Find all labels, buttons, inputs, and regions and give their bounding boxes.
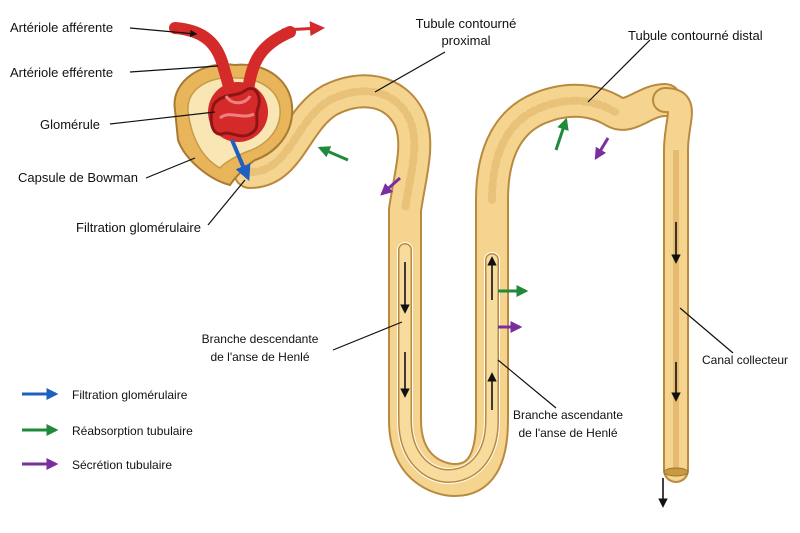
label-filtration-glomerulaire: Filtration glomérulaire <box>76 220 201 235</box>
label-branche-descendante: Branche descendante <box>202 332 319 346</box>
label-canal-collecteur: Canal collecteur <box>702 353 788 367</box>
label-arteriole-afferente: Artériole afférente <box>10 20 113 35</box>
secretion-arrow-proximal <box>380 176 401 196</box>
legend: Filtration glomérulaire Réabsorption tub… <box>22 388 193 472</box>
tubule <box>233 74 682 497</box>
reabsorption-arrow-distal <box>554 117 569 151</box>
secretion-arrow-distal <box>594 137 610 161</box>
blood-flow-arrow <box>281 21 325 37</box>
label-branche-descendante-2: de l'anse de Henlé <box>210 350 309 364</box>
legend-label-reabsorption: Réabsorption tubulaire <box>72 424 193 438</box>
label-arteriole-efferente: Artériole efférente <box>10 65 113 80</box>
legend-label-filtration: Filtration glomérulaire <box>72 388 188 402</box>
collecting-duct <box>652 87 693 483</box>
label-tubule-proximal-2: proximal <box>441 33 490 48</box>
glomerulus <box>169 22 296 142</box>
label-branche-ascendante-2: de l'anse de Henlé <box>518 426 617 440</box>
leader-lines <box>109 27 734 409</box>
label-capsule-bowman: Capsule de Bowman <box>18 170 138 185</box>
legend-label-secretion: Sécrétion tubulaire <box>72 458 172 472</box>
reabsorption-arrow-proximal <box>317 146 349 162</box>
filtration-arrow <box>230 139 251 181</box>
label-tubule-distal: Tubule contourné distal <box>628 28 763 43</box>
label-tubule-proximal: Tubule contourné <box>416 16 517 31</box>
label-glomerule: Glomérule <box>40 117 100 132</box>
label-branche-ascendante: Branche ascendante <box>513 408 623 422</box>
